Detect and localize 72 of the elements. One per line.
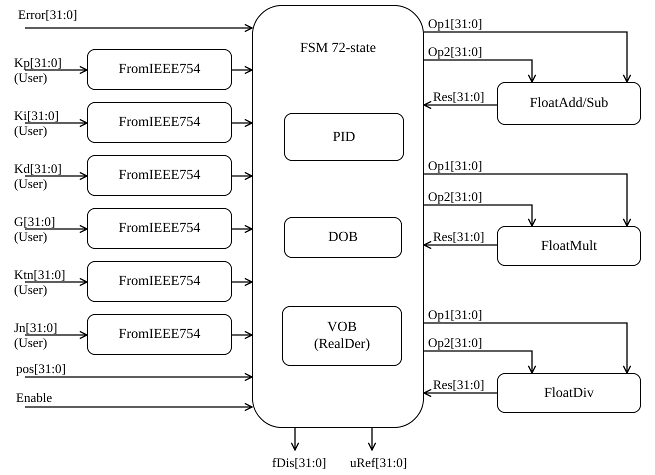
signal-arrow bbox=[232, 66, 253, 74]
signal-arrow bbox=[368, 428, 376, 451]
module-box bbox=[497, 226, 641, 266]
signal-arrow bbox=[232, 278, 253, 286]
block-label: FromIEEE754 bbox=[118, 114, 202, 131]
block-label: VOB (RealDer) bbox=[313, 319, 371, 353]
signal-arrow bbox=[25, 66, 88, 74]
signal-arrow bbox=[25, 24, 253, 32]
module-box bbox=[282, 306, 402, 366]
signal-arrow bbox=[25, 278, 88, 286]
block-label: FromIEEE754 bbox=[118, 220, 202, 237]
signal-label: uRef[31:0] bbox=[350, 455, 408, 470]
signal-label: Enable bbox=[16, 390, 52, 405]
block-label: FromIEEE754 bbox=[118, 273, 202, 290]
module-box bbox=[87, 155, 232, 196]
block-label: FromIEEE754 bbox=[118, 326, 202, 343]
signal-arrow bbox=[232, 118, 253, 128]
module-box bbox=[284, 217, 402, 258]
block-label: FloatMult bbox=[540, 238, 598, 254]
module-box bbox=[497, 373, 641, 413]
signal-arrow bbox=[423, 100, 497, 110]
signal-arrow bbox=[424, 322, 632, 374]
signal-arrow bbox=[25, 224, 88, 234]
signal-arrow bbox=[25, 118, 88, 128]
signal-label: Ktn[31:0] (User) bbox=[14, 267, 66, 297]
signal-label: Kp[31:0] (User) bbox=[14, 55, 63, 85]
signal-label: pos[31:0] bbox=[16, 361, 66, 376]
block-label: FloatDiv bbox=[543, 384, 595, 402]
signal-arrow bbox=[232, 172, 253, 180]
signal-label: Op1[31:0] bbox=[428, 158, 482, 173]
module-box bbox=[87, 208, 232, 249]
block-label: FromIEEE754 bbox=[118, 61, 202, 78]
signal-label: Ki[31:0] (User) bbox=[14, 108, 60, 138]
signal-label: fDis[31:0] bbox=[272, 455, 326, 470]
signal-arrow bbox=[423, 240, 497, 250]
signal-arrow bbox=[25, 372, 253, 382]
signal-arrow bbox=[424, 59, 536, 83]
signal-label: Res[31:0] bbox=[433, 377, 484, 392]
signal-arrow bbox=[424, 350, 536, 374]
signal-label: Res[31:0] bbox=[433, 229, 484, 244]
block-label: FSM 72-state bbox=[299, 40, 377, 57]
block-label: FloatAdd/Sub bbox=[528, 95, 610, 112]
module-box bbox=[87, 314, 232, 355]
signal-arrow bbox=[290, 428, 300, 451]
signal-label: Op1[31:0] bbox=[428, 307, 482, 322]
module-box bbox=[284, 113, 404, 161]
module-box bbox=[87, 49, 232, 90]
block-label: DOB bbox=[327, 229, 359, 246]
signal-arrow bbox=[25, 172, 88, 180]
signal-label: Op2[31:0] bbox=[428, 44, 482, 59]
signal-arrow bbox=[25, 330, 88, 340]
module-box bbox=[87, 102, 232, 143]
block-label: FromIEEE754 bbox=[118, 167, 202, 184]
signal-label: Error[31:0] bbox=[18, 7, 78, 22]
signal-label: Jn[31:0] (User) bbox=[14, 320, 58, 350]
signal-arrow bbox=[232, 224, 253, 234]
signal-label: Kd[31:0] (User) bbox=[14, 161, 63, 191]
signal-arrow bbox=[424, 204, 536, 227]
module-box bbox=[87, 261, 232, 302]
fsm-block bbox=[252, 5, 424, 428]
signal-arrow bbox=[232, 330, 253, 340]
module-box bbox=[497, 82, 641, 125]
signal-arrow bbox=[424, 31, 632, 83]
signal-arrow bbox=[424, 173, 632, 227]
signal-arrow bbox=[25, 402, 253, 412]
signal-label: G[31:0] (User) bbox=[14, 214, 56, 244]
signal-label: Res[31:0] bbox=[433, 89, 484, 104]
block-label: PID bbox=[332, 128, 356, 146]
signal-label: Op2[31:0] bbox=[428, 189, 482, 204]
signal-arrow bbox=[423, 388, 497, 398]
signal-label: Op2[31:0] bbox=[428, 335, 482, 350]
signal-label: Op1[31:0] bbox=[428, 16, 482, 31]
